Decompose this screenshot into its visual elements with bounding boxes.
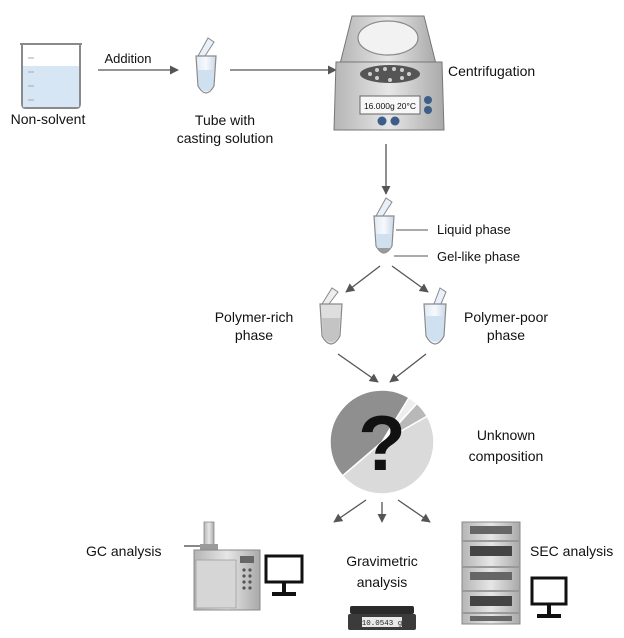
arrow-to-sec: [397, 499, 431, 523]
liquid-phase-label: Liquid phase: [437, 222, 511, 237]
centrifugation-label: Centrifugation: [448, 63, 535, 79]
balance-icon: [348, 606, 416, 630]
polymer-poor-tube-icon: [423, 287, 447, 345]
centrifuge-display: 16.000g 20°C: [364, 101, 416, 111]
centrifuge-icon: [333, 15, 445, 131]
question-mark: ?: [358, 399, 406, 487]
polymer-poor-label-line2: phase: [487, 327, 525, 343]
gc-monitor-icon: [264, 554, 304, 596]
tube-label-line1: Tube with: [195, 112, 255, 128]
composition-pie: [329, 389, 435, 495]
pie-slice: [341, 415, 435, 495]
unknown-label-line1: Unknown: [477, 427, 535, 443]
pie-slice: [329, 389, 411, 477]
pie-slice: [381, 402, 429, 443]
gravimetric-label-line2: analysis: [357, 574, 408, 590]
addition-label: Addition: [105, 51, 152, 66]
beaker-icon: [20, 43, 82, 109]
arrow-to-rich-phase: [345, 265, 381, 293]
unknown-label-line2: composition: [469, 448, 544, 464]
gc-instrument-icon: [184, 521, 261, 611]
arrow-to-poor-phase: [391, 265, 429, 293]
polymer-rich-tube-icon: [319, 287, 343, 345]
separated-tube-icon: [373, 197, 395, 254]
non-solvent-label: Non-solvent: [11, 111, 86, 127]
polymer-poor-label-line1: Polymer-poor: [464, 309, 548, 325]
gravimetric-label-line1: Gravimetric: [346, 553, 418, 569]
gc-analysis-label: GC analysis: [86, 543, 161, 559]
polymer-rich-label-line1: Polymer-rich: [215, 309, 294, 325]
sec-instrument-icon: [461, 521, 521, 625]
sec-monitor-icon: [530, 576, 568, 618]
gel-phase-label: Gel-like phase: [437, 249, 520, 264]
arrow-poor-to-unknown: [389, 353, 427, 383]
tube-label-line2: casting solution: [177, 130, 274, 146]
polymer-rich-label-line2: phase: [235, 327, 273, 343]
arrow-to-gc: [333, 499, 367, 523]
balance-readout: 10.0543 g: [362, 620, 403, 628]
arrow-rich-to-unknown: [337, 353, 379, 383]
sec-analysis-label: SEC analysis: [530, 543, 613, 559]
casting-tube-icon: [195, 37, 217, 94]
